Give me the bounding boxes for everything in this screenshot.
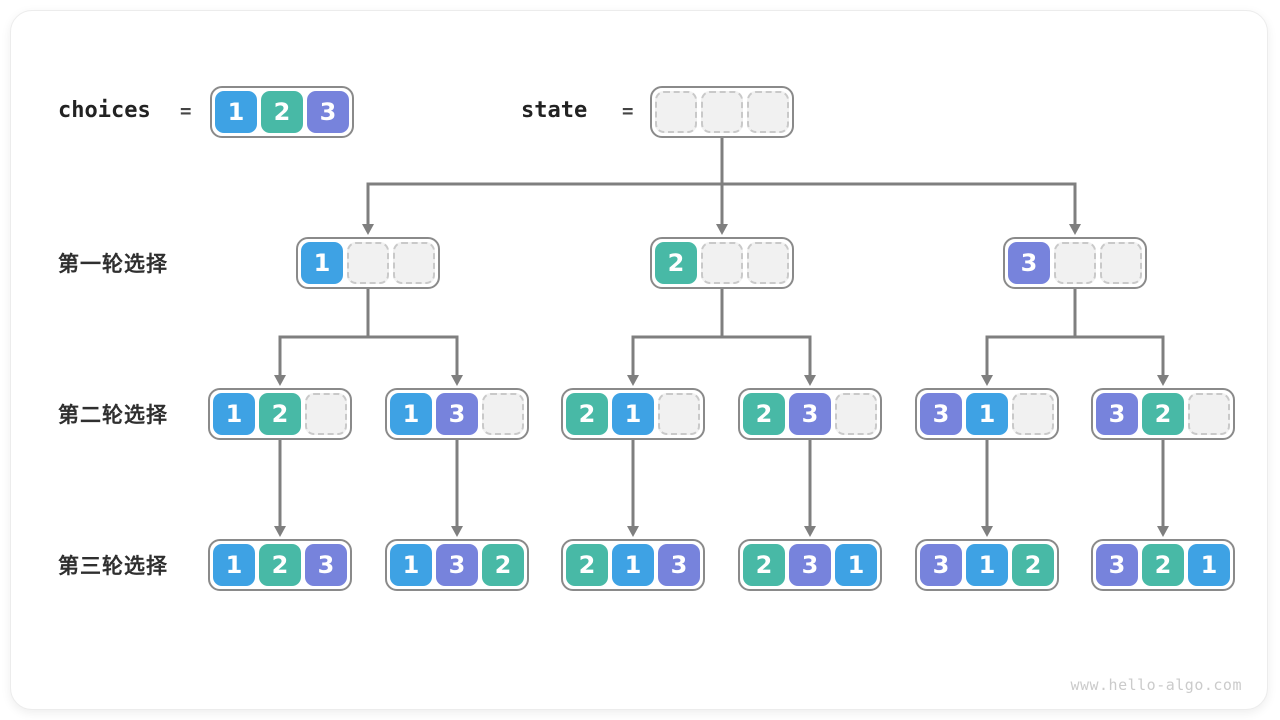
empty-cell <box>1054 242 1096 284</box>
value-cell: 3 <box>436 544 478 586</box>
empty-cell <box>305 393 347 435</box>
value-cell: 1 <box>213 393 255 435</box>
round-1-label: 第一轮选择 <box>58 253 168 276</box>
value-cell: 3 <box>920 393 962 435</box>
empty-cell <box>1188 393 1230 435</box>
value-cell: 1 <box>301 242 343 284</box>
round-2-label: 第二轮选择 <box>58 404 168 427</box>
state-label: state <box>521 98 588 123</box>
value-cell: 2 <box>566 393 608 435</box>
value-cell: 1 <box>390 544 432 586</box>
value-cell: 1 <box>390 393 432 435</box>
value-cell: 1 <box>835 544 877 586</box>
empty-cell <box>701 242 743 284</box>
value-cell: 1 <box>213 544 255 586</box>
empty-cell <box>482 393 524 435</box>
round-3-label: 第三轮选择 <box>58 555 168 578</box>
value-cell: 2 <box>1012 544 1054 586</box>
value-cell: 2 <box>1142 393 1184 435</box>
value-cell: 1 <box>215 91 257 133</box>
value-cell: 3 <box>789 544 831 586</box>
value-cell: 2 <box>655 242 697 284</box>
value-cell: 1 <box>612 544 654 586</box>
empty-cell <box>393 242 435 284</box>
value-cell: 1 <box>612 393 654 435</box>
value-cell: 3 <box>436 393 478 435</box>
empty-cell <box>658 393 700 435</box>
value-cell: 1 <box>966 393 1008 435</box>
value-cell: 1 <box>1188 544 1230 586</box>
value-cell: 2 <box>743 393 785 435</box>
value-cell: 3 <box>307 91 349 133</box>
value-cell: 3 <box>305 544 347 586</box>
value-cell: 2 <box>566 544 608 586</box>
value-cell: 3 <box>1008 242 1050 284</box>
state-box-round-1: 2 <box>650 237 794 289</box>
empty-cell <box>701 91 743 133</box>
value-cell: 3 <box>1096 393 1138 435</box>
value-cell: 3 <box>658 544 700 586</box>
empty-cell <box>835 393 877 435</box>
state-box-round-1: 1 <box>296 237 440 289</box>
state-box <box>650 86 794 138</box>
empty-cell <box>1100 242 1142 284</box>
value-cell: 2 <box>482 544 524 586</box>
equals-sign: = <box>622 100 634 122</box>
value-cell: 3 <box>920 544 962 586</box>
value-cell: 3 <box>789 393 831 435</box>
empty-cell <box>747 242 789 284</box>
watermark-text: www.hello-algo.com <box>1070 676 1242 694</box>
value-cell: 2 <box>261 91 303 133</box>
value-cell: 2 <box>259 544 301 586</box>
value-cell: 2 <box>259 393 301 435</box>
value-cell: 3 <box>1096 544 1138 586</box>
empty-cell <box>655 91 697 133</box>
value-cell: 1 <box>966 544 1008 586</box>
empty-cell <box>347 242 389 284</box>
state-box-round-1: 3 <box>1003 237 1147 289</box>
choices-label: choices <box>58 98 151 123</box>
equals-sign: = <box>180 100 192 122</box>
value-cell: 2 <box>1142 544 1184 586</box>
empty-cell <box>1012 393 1054 435</box>
empty-cell <box>747 91 789 133</box>
value-cell: 2 <box>743 544 785 586</box>
